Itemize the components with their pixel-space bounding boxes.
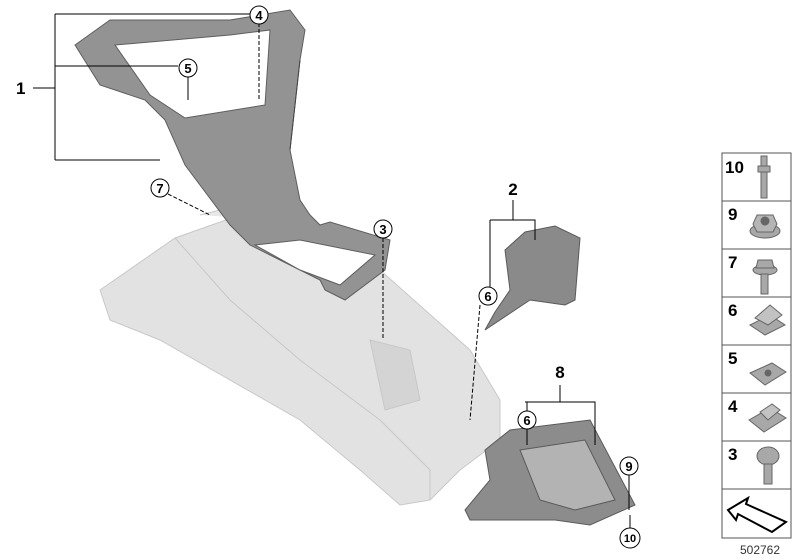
leader-lines [33,13,631,528]
callout-circle-6a [478,286,498,306]
flange-nut-icon [749,214,781,239]
callout-circle-3 [373,219,393,239]
diagram-number: 502762 [740,543,780,557]
rear-trim-part-8 [464,419,636,526]
legend-number-4: 4 [728,397,738,416]
callout-6a: 6 [484,289,491,304]
callout-3: 3 [379,222,386,237]
clip-nut-icon [749,304,786,336]
callout-2: 2 [508,180,517,199]
callout-circle-5 [178,58,198,78]
direction-arrow-icon [726,495,788,534]
clip-icon [748,403,787,433]
callout-1: 1 [16,79,25,98]
torx-screw-icon [756,446,780,485]
legend-number-9: 9 [728,205,737,224]
legend-number-5: 5 [728,349,737,368]
speed-nut-icon [749,362,787,386]
callout-4: 4 [255,8,263,23]
callout-circle-9 [619,456,639,476]
callout-7: 7 [156,181,163,196]
callout-5: 5 [184,61,191,76]
callout-6b: 6 [523,413,530,428]
callout-circle-7 [150,178,170,198]
bolt-icon [757,155,771,199]
cover-part-2 [484,225,581,331]
legend-number-3: 3 [728,445,737,464]
legend-number-6: 6 [728,301,737,320]
callout-circle-4 [249,5,269,25]
callout-9: 9 [625,459,632,474]
legend-number-10: 10 [725,158,744,177]
callout-10: 10 [624,533,636,545]
legend-number-7: 7 [728,253,737,272]
callout-8: 8 [555,363,564,382]
callout-circle-10 [619,527,641,549]
callout-circle-6b [517,410,537,430]
hex-bolt-icon [752,259,778,295]
